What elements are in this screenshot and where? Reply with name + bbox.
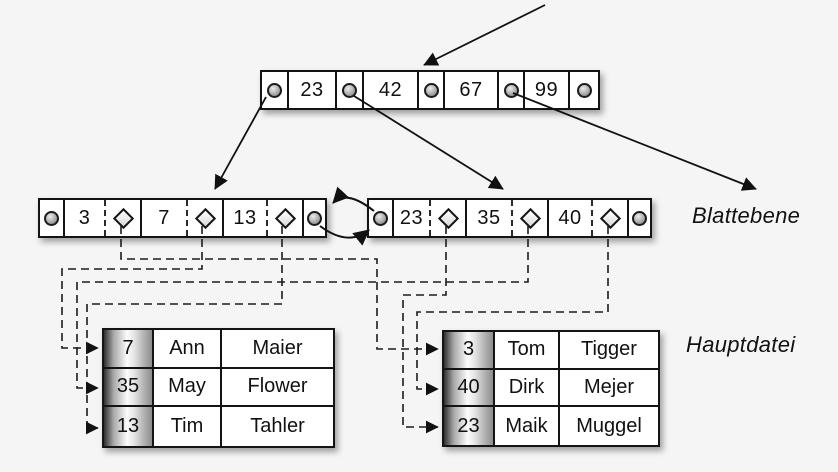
root-key-cell: 42 — [364, 72, 419, 108]
pointer-circle-icon — [503, 82, 519, 98]
root-key: 23 — [300, 78, 324, 101]
key-diamond-divider — [429, 200, 431, 236]
arrow-root-to-left-leaf — [214, 96, 267, 190]
record-pointer-diamond-icon — [194, 207, 216, 229]
leaf-key-cell: 35 — [467, 200, 549, 236]
leaf-pointer-cell — [40, 200, 65, 236]
sibling-link-arc-bottom — [319, 225, 370, 246]
root-key: 99 — [534, 78, 559, 101]
table-cell-last-name: Tahler — [222, 407, 333, 446]
record-pointer-diamond-icon — [274, 207, 296, 229]
table-cell-key: 35 — [104, 368, 154, 408]
table-cell-key: 7 — [104, 330, 154, 369]
root-pointer-cell — [262, 72, 289, 108]
table-cell-key: 3 — [444, 332, 495, 370]
table-cell-first-name: Dirk — [495, 369, 560, 408]
leaf-pointer-cell — [369, 200, 394, 236]
table-cell-first-name: May — [154, 368, 222, 408]
table-cell-key: 23 — [444, 407, 495, 445]
key-diamond-divider — [511, 200, 513, 236]
pointer-circle-icon — [632, 210, 647, 226]
root-pointer-cell — [419, 72, 445, 108]
record-pointer-diamond-icon — [112, 207, 134, 229]
record-pointer-key-23 — [402, 226, 447, 434]
main-table-left: 7 Ann Maier 35 May Flower 13 Tim Tahler — [102, 328, 335, 448]
diamond-zone — [431, 200, 465, 236]
leaf-key-cell: 7 — [142, 200, 224, 236]
pointer-circle-icon — [44, 210, 59, 226]
root-pointer-cell — [499, 72, 525, 108]
diamond-zone — [593, 200, 627, 236]
table-cell-first-name: Maik — [495, 407, 560, 445]
table-cell-last-name: Flower — [222, 368, 333, 408]
leaf-key: 13 — [233, 206, 257, 229]
main-file-label: Hauptdatei — [686, 332, 796, 357]
pointer-circle-icon — [342, 82, 357, 98]
table-cell-key: 40 — [444, 369, 495, 408]
root-key: 42 — [378, 78, 403, 101]
main-table-right: 3 Tom Tigger 40 Dirk Mejer 23 Maik Mugge… — [442, 330, 660, 447]
leaf-key: 35 — [477, 206, 501, 229]
leaf-node-left: 3 7 13 — [38, 198, 327, 238]
diamond-zone — [106, 200, 140, 236]
diamond-zone — [268, 200, 302, 236]
leaf-key: 7 — [158, 206, 170, 229]
root-key-cell: 23 — [289, 72, 337, 108]
arrow-into-root — [423, 4, 546, 66]
pointer-circle-icon — [307, 210, 322, 226]
record-pointer-diamond-icon — [599, 207, 621, 229]
pointer-circle-icon — [423, 82, 439, 98]
root-key-cell: 99 — [525, 72, 570, 108]
leaf-node-right: 23 35 40 — [367, 198, 652, 238]
table-cell-first-name: Tim — [154, 407, 222, 446]
table-cell-first-name: Tom — [495, 332, 560, 370]
pointer-circle-icon — [267, 82, 282, 98]
leaf-key-cell: 13 — [224, 200, 304, 236]
leaf-key-cell: 3 — [65, 200, 142, 236]
pointer-circle-icon — [576, 82, 592, 98]
leaf-key-cell: 40 — [549, 200, 629, 236]
key-diamond-divider — [186, 200, 188, 236]
leaf-pointer-cell — [304, 200, 325, 236]
key-diamond-divider — [591, 200, 593, 236]
table-cell-last-name: Mejer — [560, 369, 658, 408]
pointer-circle-icon — [373, 210, 388, 226]
record-pointer-diamond-icon — [519, 207, 541, 229]
root-pointer-cell — [337, 72, 364, 108]
table-cell-key: 13 — [104, 407, 154, 446]
diamond-zone — [188, 200, 222, 236]
table-cell-last-name: Maier — [222, 330, 333, 369]
root-key: 67 — [459, 78, 483, 101]
root-key-cell: 67 — [445, 72, 499, 108]
leaf-key-cell: 23 — [394, 200, 467, 236]
leaf-pointer-cell — [629, 200, 650, 236]
key-diamond-divider — [104, 200, 106, 236]
leaf-key: 3 — [78, 206, 91, 229]
key-diamond-divider — [266, 200, 268, 236]
record-pointer-diamond-icon — [437, 207, 459, 229]
root-node: 23 42 67 99 — [260, 70, 600, 110]
leaf-key: 40 — [558, 206, 582, 229]
table-cell-first-name: Ann — [154, 330, 222, 369]
table-cell-last-name: Tigger — [560, 332, 658, 370]
root-pointer-cell — [570, 72, 598, 108]
diamond-zone — [513, 200, 547, 236]
leaf-key: 23 — [399, 206, 424, 229]
table-cell-last-name: Muggel — [560, 407, 658, 445]
leaf-level-label: Blattebene — [692, 203, 801, 228]
